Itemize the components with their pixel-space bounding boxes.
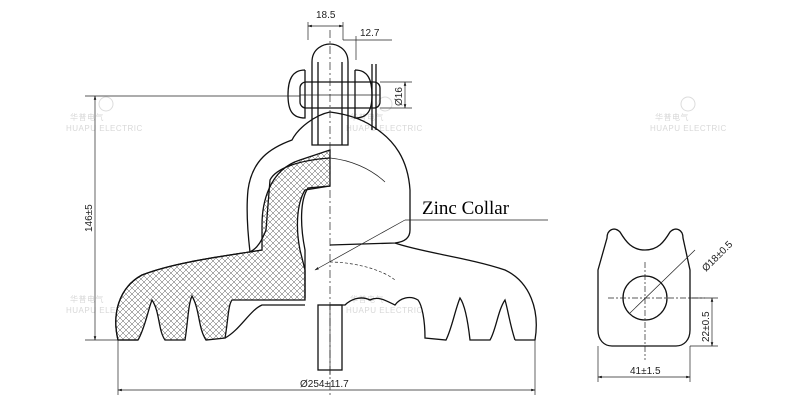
dimension-pin-diameter: Ø16 <box>380 81 412 109</box>
watermark-brand-text: HUAPU ELECTRIC <box>346 124 423 133</box>
zinc-collar-callout: Zinc Collar <box>314 198 548 271</box>
ball-pin <box>317 30 343 395</box>
pin-diameter-label: Ø16 <box>394 87 405 106</box>
watermark-logo-text: 华普电气 <box>70 112 104 122</box>
watermark-brand-text: HUAPU ELECTRIC <box>66 306 143 315</box>
watermark-logo-text: 华普电气 <box>350 112 384 122</box>
dimension-socket-width: 41±1.5 <box>597 346 691 382</box>
pin-eye <box>287 43 381 146</box>
zinc-collar-label: Zinc Collar <box>422 198 510 219</box>
watermark-logo: 华普电气 HUAPU ELECTRIC 华普电气 HUAPU ELECTRIC … <box>66 96 727 315</box>
dimension-socket-height: 22±0.5 <box>690 297 718 347</box>
socket-height-label: 22±0.5 <box>701 311 712 342</box>
watermark-brand-text: HUAPU ELECTRIC <box>650 124 727 133</box>
watermark-logo-text: 华普电气 <box>655 112 689 122</box>
socket-side-view <box>597 228 705 360</box>
watermark-brand-text: HUAPU ELECTRIC <box>66 124 143 133</box>
dimension-shed-diameter: Ø254±11.7 <box>117 340 536 395</box>
pin-eye-width-label: 18.5 <box>316 10 336 21</box>
dimension-pin-eye-width: 18.5 <box>307 10 344 40</box>
dimension-overall-height: 146±5 <box>84 95 300 341</box>
watermark-logo-text: 华普电气 <box>70 294 104 304</box>
ball-hole-diameter-label: Ø18±0.5 <box>700 239 735 274</box>
insulator-right-outline <box>329 111 537 341</box>
overall-height-label: 146±5 <box>84 204 95 232</box>
cap-width-label: 12.7 <box>360 28 380 39</box>
insulator-left-section <box>115 111 331 341</box>
dimension-cap-width: 12.7 <box>343 28 392 60</box>
dimension-ball-hole: Ø18±0.5 <box>700 239 735 274</box>
socket-width-label: 41±1.5 <box>630 366 661 377</box>
watermark-brand-text: HUAPU ELECTRIC <box>346 306 423 315</box>
shed-diameter-label: Ø254±11.7 <box>300 379 349 390</box>
